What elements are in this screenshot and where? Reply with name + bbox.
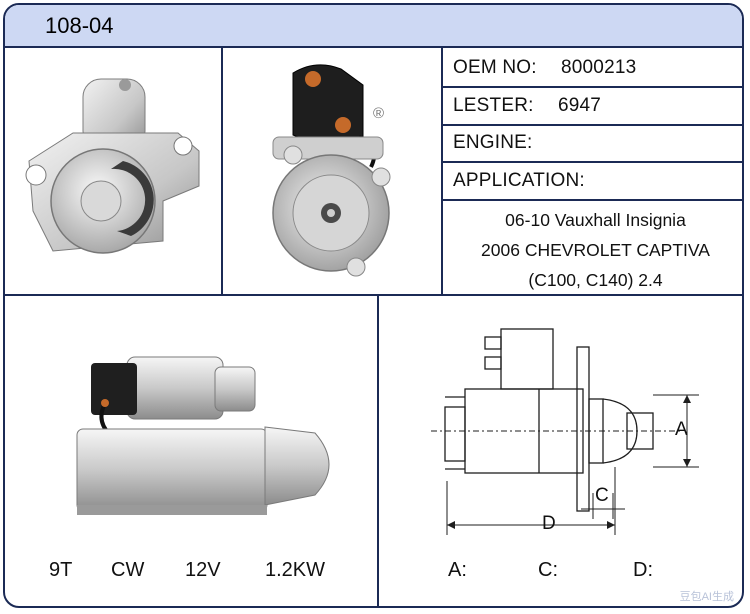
starter-flange-photo [25,78,200,254]
product-sheet: 108-04 OEM NO: 8000213 LESTER: 6947 ENGI… [3,3,744,608]
oem-no-value: 8000213 [561,57,637,78]
oem-no-label: OEM NO: [453,57,537,78]
divider-middle [5,294,742,296]
divider-bottom [377,295,379,606]
starter-side-photo [76,356,330,515]
row-line-2 [442,124,742,126]
row-line-3 [442,161,742,163]
spec-voltage: 12V [185,559,221,581]
dim-c-tag: C [595,485,609,506]
watermark-text: 豆包AI生成 [679,591,734,603]
spec-power: 1.2KW [265,559,326,581]
application-line-3: (C100, C140) 2.4 [528,270,663,290]
application-line-1: 06-10 Vauxhall Insignia [505,210,686,230]
dim-c-label: C: [538,559,558,581]
registered-mark: ® [373,105,385,122]
engine-label: ENGINE: [453,132,533,153]
header-bar: 108-04 [5,5,742,48]
part-code: 108-04 [45,13,114,38]
lester-value: 6947 [558,95,602,116]
divider-photo-2 [441,46,443,295]
dim-d-tag: D [542,513,556,534]
lester-label: LESTER: [453,95,534,116]
application-label: APPLICATION: [453,170,585,191]
dimension-drawing [431,328,699,535]
divider-photo-1 [221,46,223,295]
row-line-1 [442,86,742,88]
dim-a-label: A: [448,559,467,581]
spec-teeth: 9T [49,559,73,581]
application-line-2: 2006 CHEVROLET CAPTIVA [481,240,710,260]
spec-rotation: CW [111,559,145,581]
dim-d-label: D: [633,559,653,581]
row-line-4 [442,199,742,201]
starter-rear-photo [272,64,391,277]
dim-a-tag: A [675,419,688,440]
